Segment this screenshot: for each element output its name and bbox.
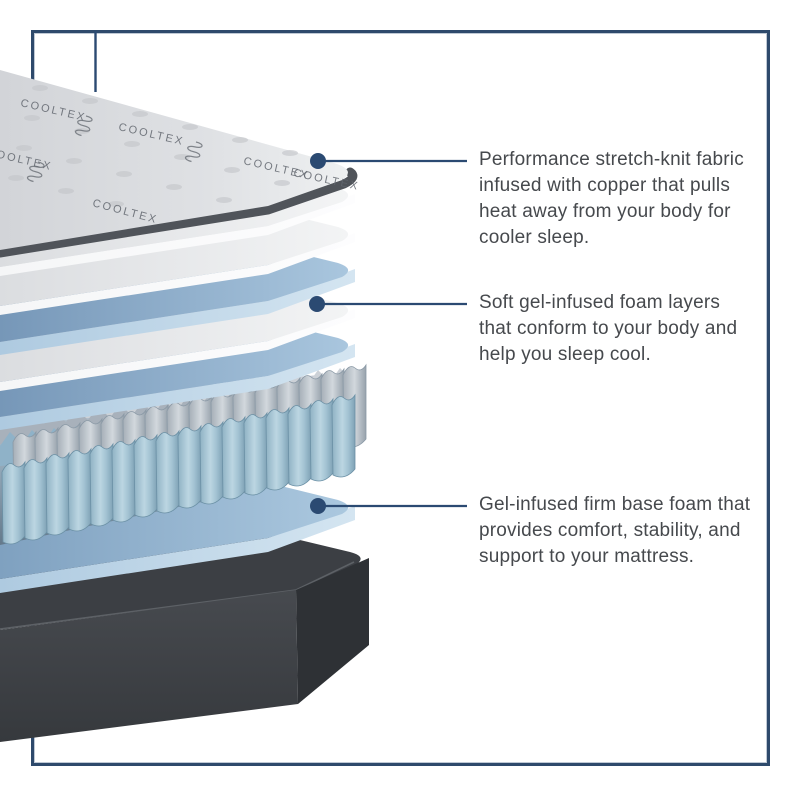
- callout-3-dot: [310, 498, 326, 514]
- callout-1-dot: [310, 153, 326, 169]
- callout-1-text: Performance stretch-knit fabric infused …: [479, 149, 744, 248]
- callout-leaders: [317, 159, 467, 508]
- fabric-surface: [0, 70, 348, 250]
- callout-3-text: Gel-infused firm base foam that provides…: [479, 494, 751, 567]
- callout-2-dot: [309, 296, 325, 312]
- layer-fabric-top: COOLTEX COOLTEX COOLTEX COOLTEX COOLTEX …: [0, 70, 361, 258]
- fabric-spring-icons: [26, 115, 203, 183]
- base-front-face: [0, 590, 298, 742]
- base-right-face: [296, 558, 369, 704]
- fabric-dimples: [8, 85, 298, 207]
- fabric-piping-edge: [0, 167, 358, 258]
- callout-dots: [309, 153, 326, 514]
- callout-2-text: Soft gel-infused foam layers that confor…: [479, 292, 738, 365]
